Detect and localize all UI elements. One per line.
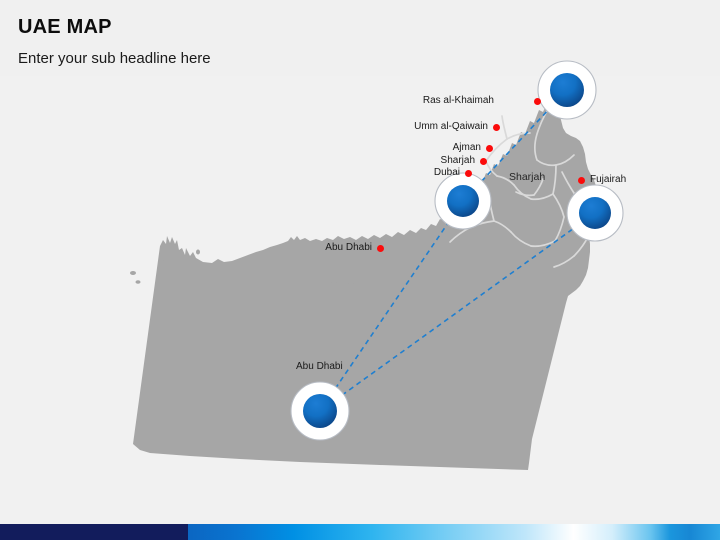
route-abudhabi-to-north bbox=[319, 200, 464, 412]
bottom-bar-navy-segment bbox=[0, 524, 188, 540]
city-dot-sharjah[interactable] bbox=[480, 158, 487, 165]
pin-label-abu-dhabi: Abu Dhabi bbox=[296, 361, 343, 372]
uae-landmass bbox=[130, 100, 597, 470]
pin-marker-abu-dhabi[interactable] bbox=[290, 381, 350, 441]
bottom-bar-gradient-segment bbox=[188, 524, 670, 540]
page-title: UAE MAP bbox=[18, 16, 112, 38]
route-abudhabi-to-east bbox=[319, 212, 596, 412]
region-label-sharjah: Sharjah bbox=[509, 171, 546, 183]
city-dot-ras-al-khaimah[interactable] bbox=[534, 98, 541, 105]
city-dot-abu-dhabi[interactable] bbox=[377, 245, 384, 252]
city-label-ras-al-khaimah: Ras al-Khaimah bbox=[422, 95, 494, 106]
map-content-area: Sharjah Ras al-Khaimah Umm al-Qaiwain Aj… bbox=[0, 60, 720, 520]
city-label-dubai: Dubai bbox=[433, 167, 460, 178]
city-label-umm-al-qaiwain: Umm al-Qaiwain bbox=[414, 121, 488, 132]
pin-marker-dubai[interactable] bbox=[434, 172, 492, 230]
eastern-islands bbox=[571, 145, 586, 167]
bottom-accent-bar bbox=[0, 524, 720, 540]
slide-header: UAE MAP Enter your sub headline here bbox=[0, 0, 720, 76]
coastal-islands bbox=[130, 245, 383, 299]
city-label-fujairah: Fujairah bbox=[590, 174, 627, 185]
bottom-bar-right-segment bbox=[670, 524, 720, 540]
city-dot-umm-al-qaiwain[interactable] bbox=[493, 124, 500, 131]
city-label-sharjah: Sharjah bbox=[440, 155, 475, 166]
page-subtitle: Enter your sub headline here bbox=[18, 50, 211, 67]
pin-markers[interactable] bbox=[290, 60, 624, 441]
pin-marker-north[interactable] bbox=[537, 60, 597, 120]
city-label-abu-dhabi: Abu Dhabi bbox=[325, 242, 372, 253]
uae-mainland-shape bbox=[133, 100, 597, 470]
pin-marker-east[interactable] bbox=[566, 184, 624, 242]
city-label-ajman: Ajman bbox=[452, 142, 481, 153]
city-dot-ajman[interactable] bbox=[486, 145, 493, 152]
city-dot-dubai[interactable] bbox=[465, 170, 472, 177]
city-dot-fujairah[interactable] bbox=[578, 177, 585, 184]
